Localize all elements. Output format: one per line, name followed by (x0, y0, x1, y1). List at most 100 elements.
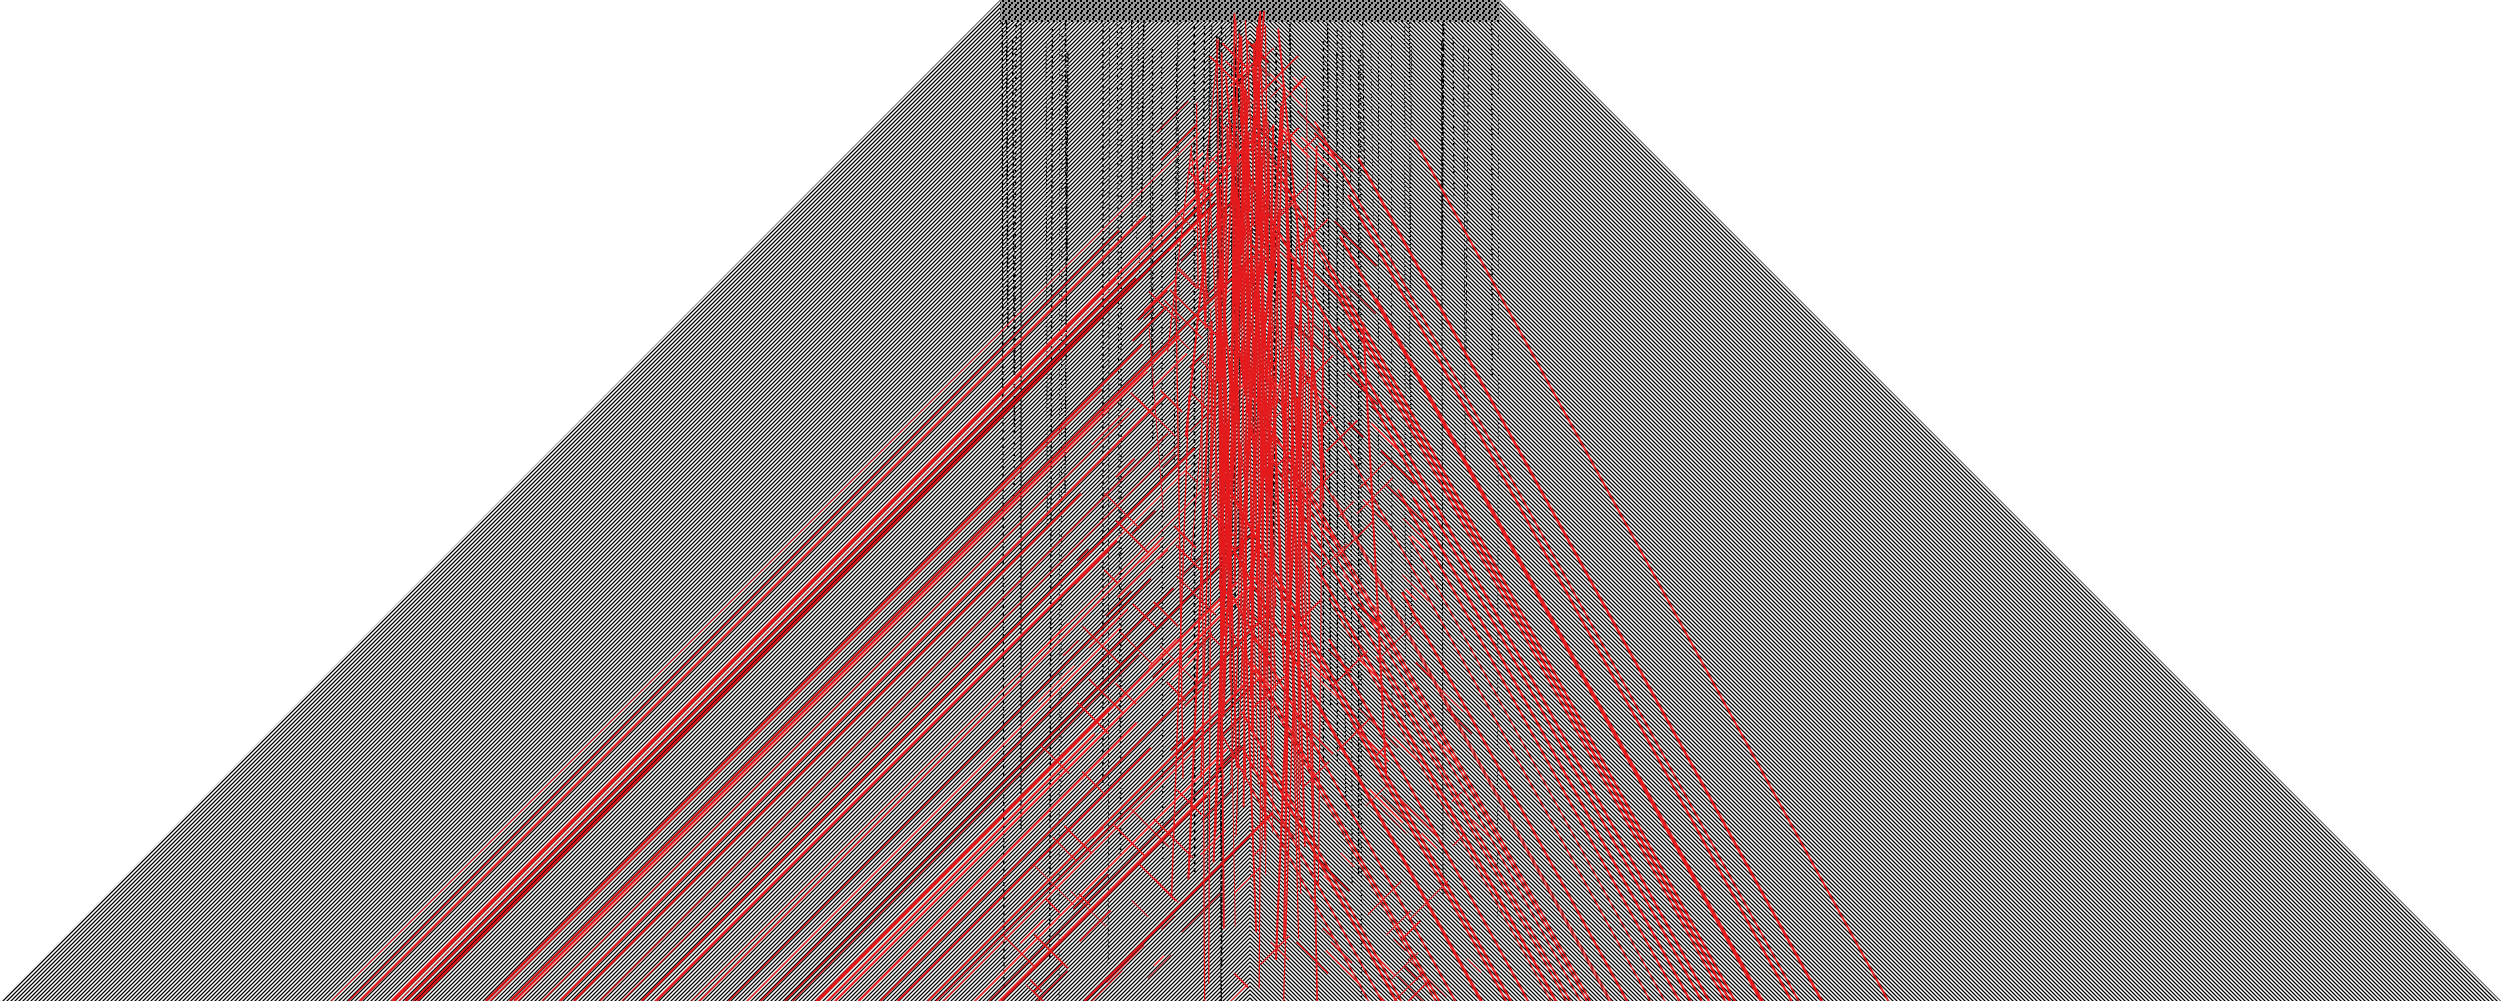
particle-path (1217, 202, 1232, 217)
particle-path (1159, 645, 1198, 684)
particle-path (1381, 617, 1420, 657)
particle-path (1216, 715, 1242, 741)
particle-path (1397, 975, 1424, 1001)
particle-path (1401, 920, 1421, 940)
particle-path (759, 587, 1174, 1001)
particle-path (1215, 744, 1242, 772)
noise-streak (1011, 39, 1016, 435)
particle-path (1397, 652, 1591, 1001)
particle-path (1169, 289, 1206, 326)
particle-path (1218, 301, 1233, 692)
particle-path (1415, 661, 1433, 679)
particle-path (1257, 107, 1267, 235)
particle-path (1153, 601, 1179, 627)
particle-path (1295, 941, 1329, 974)
particle-path (896, 747, 1152, 1001)
particle-path (358, 214, 1147, 1001)
particle-path (1129, 392, 1156, 418)
noise-streak (1176, 22, 1179, 382)
particle-path (1356, 656, 1377, 677)
particle-path (1269, 941, 1290, 961)
particle-path (1413, 137, 1890, 1001)
particle-path (857, 722, 1138, 1001)
particle-path (1034, 865, 1075, 906)
particle-path (1318, 415, 1334, 431)
particle-path (1189, 390, 1214, 415)
particle-path (654, 464, 1192, 1001)
particle-path (1265, 345, 1271, 666)
particle-path (412, 277, 1137, 1001)
particle-path (1252, 393, 1588, 1001)
particle-path (1298, 219, 1307, 337)
particle-path (1160, 123, 1198, 161)
particle-path (1244, 660, 1275, 691)
particle-path (1274, 182, 1311, 219)
particle-path (1372, 509, 1390, 528)
particle-path (1257, 285, 1273, 301)
particle-path (1175, 788, 1203, 816)
particle-path (1143, 308, 1155, 320)
particle-path (1207, 632, 1222, 647)
particle-path (1332, 650, 1368, 687)
particle-path (1103, 569, 1119, 585)
particle-path (1282, 599, 1322, 639)
particle-path (405, 212, 1195, 1001)
particle-path (1249, 56, 1271, 77)
particle-path (1368, 788, 1404, 824)
particle-path (746, 626, 1122, 1001)
particle-path (1189, 353, 1205, 369)
particle-path (1176, 575, 1217, 616)
particle-path (1176, 268, 1198, 290)
particle-path (1407, 958, 1447, 998)
particle-path (1166, 681, 1187, 702)
particle-path (1403, 965, 1419, 981)
particle-path (784, 528, 1258, 1001)
particle-path (1235, 355, 1258, 933)
particle-path (1363, 326, 1736, 1001)
particle-path (655, 539, 1118, 1001)
particle-path (1401, 591, 1628, 1001)
particle-path (1251, 261, 1262, 734)
particle-path (1139, 863, 1177, 902)
particle-path (1147, 954, 1172, 979)
particle-path (509, 233, 1277, 1001)
particle-path (1274, 439, 1286, 451)
particle-path (1091, 970, 1123, 1001)
particle-path (1148, 291, 1180, 323)
particle-path (1072, 873, 1109, 910)
particle-path (1219, 123, 1251, 155)
particle-path (1245, 39, 1270, 64)
particle-path (1160, 915, 1176, 930)
particle-path (1436, 684, 1464, 712)
particle-path (1051, 864, 1080, 894)
particle-path (1175, 544, 1204, 574)
particle-path (1195, 102, 1199, 289)
particle-path (1337, 326, 1710, 1001)
particle-path (1182, 548, 1209, 575)
particle-path (1338, 235, 1762, 1001)
particle-path (1254, 397, 1295, 439)
noise-streak (1272, 46, 1278, 557)
particle-path (1163, 299, 1204, 340)
particle-path (1256, 324, 1261, 622)
particle-path (1412, 496, 1692, 1001)
noise-streak (1497, 35, 1500, 917)
particle-path (1304, 408, 1319, 1001)
particle-path (1385, 910, 1412, 936)
particle-path (1157, 548, 1169, 560)
particle-path (1062, 639, 1080, 657)
particle-path (935, 674, 1263, 1001)
particle-path (1235, 125, 1275, 165)
particle-path (1269, 84, 1284, 99)
particle-path (1403, 518, 1423, 538)
particle-path (1322, 927, 1335, 940)
initial-condition-row (1000, 0, 1500, 22)
particle-path (1264, 25, 1275, 637)
particle-path (1033, 934, 1069, 969)
particle-path (1302, 368, 1307, 585)
particle-path (1184, 470, 1198, 483)
particle-path (1171, 651, 1201, 681)
particle-path (1380, 449, 1415, 485)
